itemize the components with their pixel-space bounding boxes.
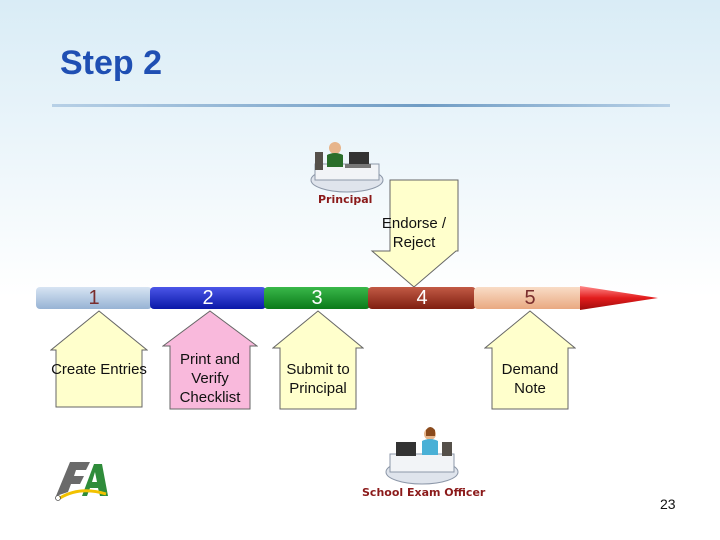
step-label: 4 (416, 287, 428, 309)
step-label: 1 (88, 287, 100, 309)
timeline-step-2: 2 (150, 287, 266, 309)
timeline-step-3: 3 (264, 287, 370, 309)
create-entries-callout: Create Entries (50, 310, 148, 408)
exam-officer-figure (385, 427, 459, 485)
step-label: 5 (524, 287, 536, 309)
page-number: 23 (660, 496, 676, 512)
logo-icon (55, 462, 108, 501)
step-label: 3 (311, 287, 323, 309)
submit-callout: Submit to Principal (272, 310, 364, 410)
create-entries-label: Create Entries (51, 361, 147, 378)
print-checklist-label: Print and Verify Checklist (179, 351, 241, 406)
print-checklist-callout: Print and Verify Checklist (162, 310, 258, 410)
endorse-label: Endorse / Reject (381, 215, 447, 251)
slide-title: Step 2 (60, 44, 163, 82)
demand-note-callout: Demand Note (484, 310, 576, 410)
officer-caption: School Exam Officer (362, 486, 486, 499)
submit-label: Submit to Principal (286, 361, 350, 397)
step-label: 2 (202, 287, 214, 309)
principal-caption: Principal (318, 193, 373, 206)
title-divider (52, 104, 670, 107)
endorse-callout: Endorse / Reject (368, 179, 460, 289)
principal-figure (310, 142, 384, 193)
timeline-step-1: 1 (36, 287, 152, 309)
timeline-arrowhead (580, 286, 658, 310)
timeline-step-5: 5 (474, 287, 586, 309)
demand-note-label: Demand Note (501, 361, 559, 397)
timeline-step-4: 4 (368, 287, 476, 309)
